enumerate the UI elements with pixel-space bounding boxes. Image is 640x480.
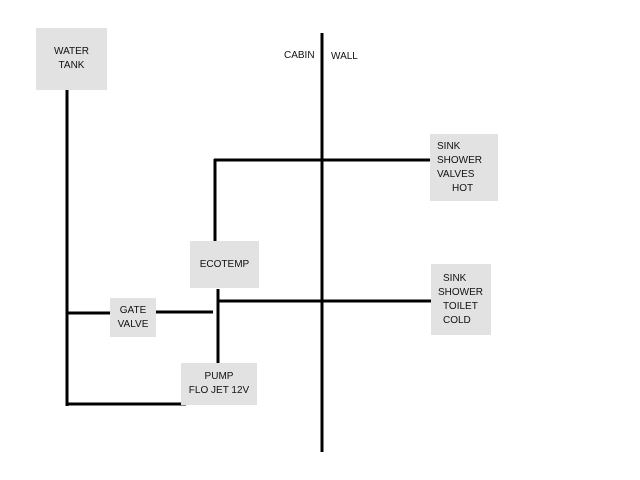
gate-valve-label-line-2: VALVE <box>117 318 149 330</box>
gate-valve-label-line-1: GATE <box>119 304 147 316</box>
pump-label-line-1: PUMP <box>204 371 234 382</box>
ecotemp-box: ECOTEMP <box>190 241 259 288</box>
hot-fixtures-line-1: SINK <box>437 140 461 152</box>
hot-fixtures-line-2: SHOWER <box>437 154 482 166</box>
cold-fixtures-line-4: COLD <box>443 314 471 326</box>
hot-fixtures-line-4: HOT <box>452 182 474 194</box>
hot-fixtures-box: SINK SHOWER VALVES HOT <box>430 134 498 201</box>
cold-fixtures-line-1: SINK <box>443 272 467 284</box>
cold-fixtures-line-2: SHOWER <box>438 286 483 298</box>
cold-fixtures-box: SINK SHOWER TOILET COLD <box>431 264 491 335</box>
cabin-label: CABIN <box>284 50 315 61</box>
hot-fixtures-line-3: VALVES <box>437 168 475 180</box>
water-tank-label-line-2: TANK <box>58 60 85 71</box>
water-tank-label-line-1: WATER <box>54 46 89 57</box>
ecotemp-label: ECOTEMP <box>199 258 250 270</box>
pump-box: PUMP FLO JET 12V <box>181 363 257 405</box>
gate-valve-box: GATE VALVE <box>110 298 156 337</box>
wall-label: WALL <box>331 51 358 62</box>
pump-label-line-2: FLO JET 12V <box>188 385 250 396</box>
cold-fixtures-line-3: TOILET <box>443 300 478 312</box>
water-tank-box: WATER TANK <box>36 28 107 90</box>
